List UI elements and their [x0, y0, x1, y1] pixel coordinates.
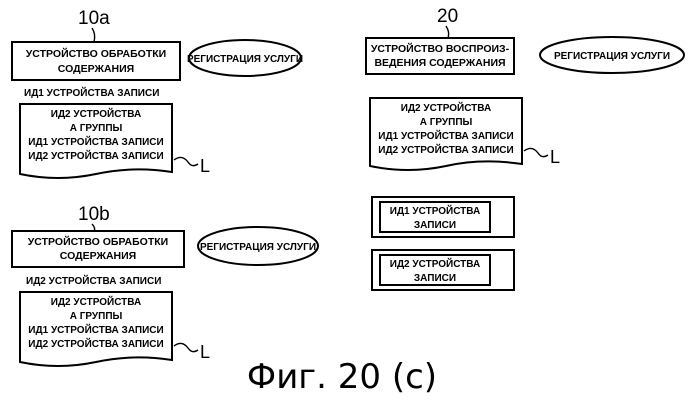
device-line-1: УСТРОЙСТВО ВОСПРОИЗ- [371, 42, 510, 55]
list-line-1: ИД2 УСТРОЙСТВА [51, 107, 141, 120]
ref-label-20: 20 [437, 6, 458, 27]
device-line-1: УСТРОЙСТВО ОБРАБОТКИ [28, 235, 168, 248]
list-line-4: ИД2 УСТРОЙСТВА ЗАПИСИ [28, 149, 163, 162]
list-label-L-10a: L [200, 156, 210, 176]
id-box-2-line-2: ЗАПИСИ [414, 273, 456, 284]
id-box-2-line-1: ИД2 УСТРОЙСТВА [390, 257, 480, 270]
list-line-3: ИД1 УСТРОЙСТВА ЗАПИСИ [28, 135, 163, 148]
id-box-1-line-2: ЗАПИСИ [414, 220, 456, 231]
recorder-id-label-10a: ИД1 УСТРОЙСТВА ЗАПИСИ [24, 86, 159, 99]
device-line-2: ВЕДЕНИЯ СОДЕРЖАНИЯ [374, 57, 505, 69]
id-box-1-line-1: ИД1 УСТРОЙСТВА [390, 204, 480, 217]
ref-label-10b: 10b [78, 204, 110, 225]
recorder-id-label-10b: ИД2 УСТРОЙСТВА ЗАПИСИ [26, 274, 161, 287]
panel-10a: 10a УСТРОЙСТВО ОБРАБОТКИ СОДЕРЖАНИЯ РЕГИ… [12, 8, 303, 178]
ref-label-10a: 10a [78, 8, 110, 29]
list-line-2: А ГРУППЫ [420, 117, 473, 128]
service-registration-label: РЕГИСТРАЦИЯ УСЛУГИ [554, 51, 670, 62]
list-line-1: ИД2 УСТРОЙСТВА [401, 101, 491, 114]
list-line-3: ИД1 УСТРОЙСТВА ЗАПИСИ [378, 129, 513, 142]
list-label-L-10b: L [200, 342, 210, 362]
list-line-2: А ГРУППЫ [70, 123, 123, 134]
device-line-2: СОДЕРЖАНИЯ [58, 63, 134, 75]
leader-line-20 [446, 26, 449, 38]
device-line-2: СОДЕРЖАНИЯ [60, 250, 136, 262]
device-line-1: УСТРОЙСТВО ОБРАБОТКИ [26, 47, 166, 60]
service-registration-label: РЕГИСТРАЦИЯ УСЛУГИ [187, 54, 303, 65]
leader-line-L-20 [524, 148, 548, 156]
list-line-2: А ГРУППЫ [70, 311, 123, 322]
service-registration-label: РЕГИСТРАЦИЯ УСЛУГИ [200, 242, 316, 253]
leader-line-10a [92, 28, 95, 42]
leader-line-L-10a [174, 157, 198, 165]
figure-caption: Фиг. 20 (с) [247, 357, 437, 397]
list-label-L-20: L [550, 147, 560, 167]
leader-line-L-10b [174, 343, 198, 351]
list-line-3: ИД1 УСТРОЙСТВА ЗАПИСИ [28, 323, 163, 336]
panel-10b: 10b УСТРОЙСТВО ОБРАБОТКИ СОДЕРЖАНИЯ РЕГИ… [12, 204, 318, 366]
list-line-4: ИД2 УСТРОЙСТВА ЗАПИСИ [378, 143, 513, 156]
panel-20: 20 УСТРОЙСТВО ВОСПРОИЗ- ВЕДЕНИЯ СОДЕРЖАН… [366, 6, 684, 290]
list-line-1: ИД2 УСТРОЙСТВА [51, 295, 141, 308]
list-line-4: ИД2 УСТРОЙСТВА ЗАПИСИ [28, 337, 163, 350]
